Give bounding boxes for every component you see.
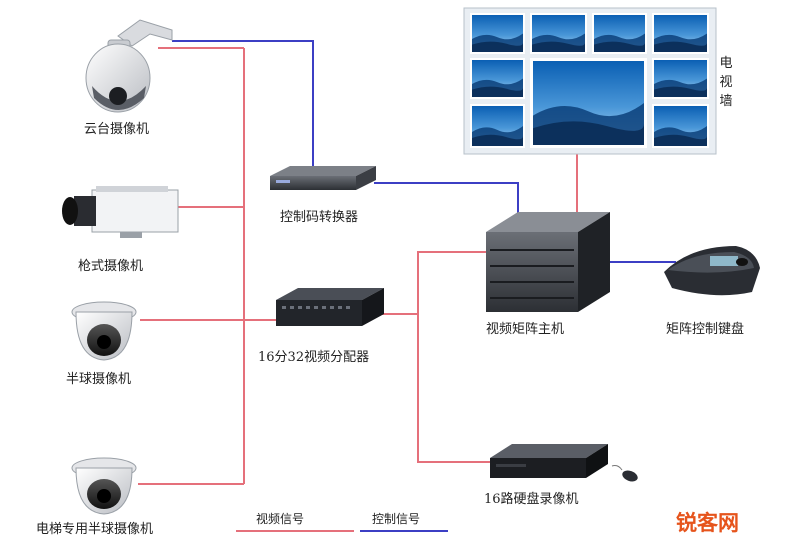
video-signal-lines xyxy=(138,47,578,532)
mouse-icon xyxy=(611,465,638,482)
legend-video-signal: 视频信号 xyxy=(256,512,305,526)
wall-screen xyxy=(530,13,587,54)
video-distributor-to-matrix xyxy=(382,251,490,315)
dvr-label: 16路硬盘录像机 xyxy=(484,492,579,507)
code-converter xyxy=(270,166,376,190)
matrix-keyboard-label: 矩阵控制键盘 xyxy=(666,322,745,337)
elevator-camera-label: 电梯专用半球摄像机 xyxy=(36,522,154,537)
wall-screen xyxy=(652,58,709,99)
wall-main-screen xyxy=(530,58,647,148)
video-wall-label-char: 墙 xyxy=(719,94,733,109)
dvr xyxy=(490,444,608,478)
video-wall-label-char: 视 xyxy=(719,75,733,90)
ptz-camera xyxy=(85,19,173,113)
matrix-host-label: 视频矩阵主机 xyxy=(486,322,565,337)
matrix-host xyxy=(486,212,610,312)
legend-control-signal: 控制信号 xyxy=(372,512,421,526)
box-camera xyxy=(62,186,179,238)
wall-screen xyxy=(652,104,709,148)
dome-camera-label: 半球摄像机 xyxy=(66,372,132,387)
video-distributor xyxy=(276,288,384,326)
control-signal-lines xyxy=(172,40,676,532)
code-converter-label: 控制码转换器 xyxy=(280,210,359,225)
control-converter-to-matrix xyxy=(374,182,519,222)
wall-screen xyxy=(470,104,525,148)
elevator-dome-camera xyxy=(71,457,137,515)
video-wall xyxy=(463,7,717,155)
dome-camera xyxy=(71,301,137,361)
video-distributor-label: 16分32视频分配器 xyxy=(258,350,370,365)
video-distributor-to-dvr xyxy=(417,314,490,463)
wall-screen xyxy=(470,58,525,99)
wall-screen xyxy=(470,13,525,54)
ptz-camera-label: 云台摄像机 xyxy=(84,122,150,137)
watermark-logo: 锐客网 xyxy=(676,511,739,535)
wall-screen xyxy=(652,13,709,54)
matrix-keyboard xyxy=(664,246,760,296)
video-wall-label-char: 电 xyxy=(719,56,733,71)
video-wall-label: 电 视 墙 xyxy=(719,54,733,111)
wall-screen xyxy=(592,13,647,54)
control-ptz-link xyxy=(172,40,314,168)
box-camera-label: 枪式摄像机 xyxy=(78,259,144,274)
